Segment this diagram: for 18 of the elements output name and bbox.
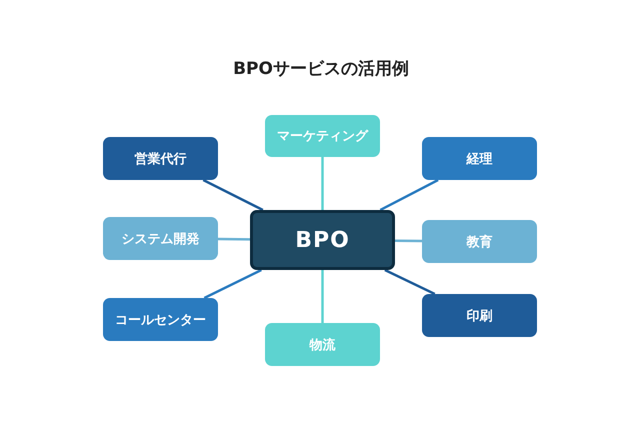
service-box: 教育 (422, 220, 537, 263)
service-box: 印刷 (422, 294, 537, 337)
service-box: 営業代行 (103, 137, 218, 180)
connector-line (321, 157, 324, 210)
service-box: 物流 (265, 323, 380, 366)
connector-line (321, 270, 324, 323)
center-box: BPO (250, 210, 395, 270)
connector-line (204, 268, 262, 300)
service-box: マーケティング (265, 115, 380, 157)
connector-line (202, 178, 264, 212)
service-box: システム開発 (103, 217, 218, 260)
diagram-title: BPOサービスの活用例 (232, 58, 410, 80)
connector-line (218, 238, 250, 241)
connector-line (395, 239, 422, 242)
connector-line (380, 178, 439, 212)
connector-line (384, 268, 436, 296)
service-box: コールセンター (103, 298, 218, 341)
service-box: 経理 (422, 137, 537, 180)
